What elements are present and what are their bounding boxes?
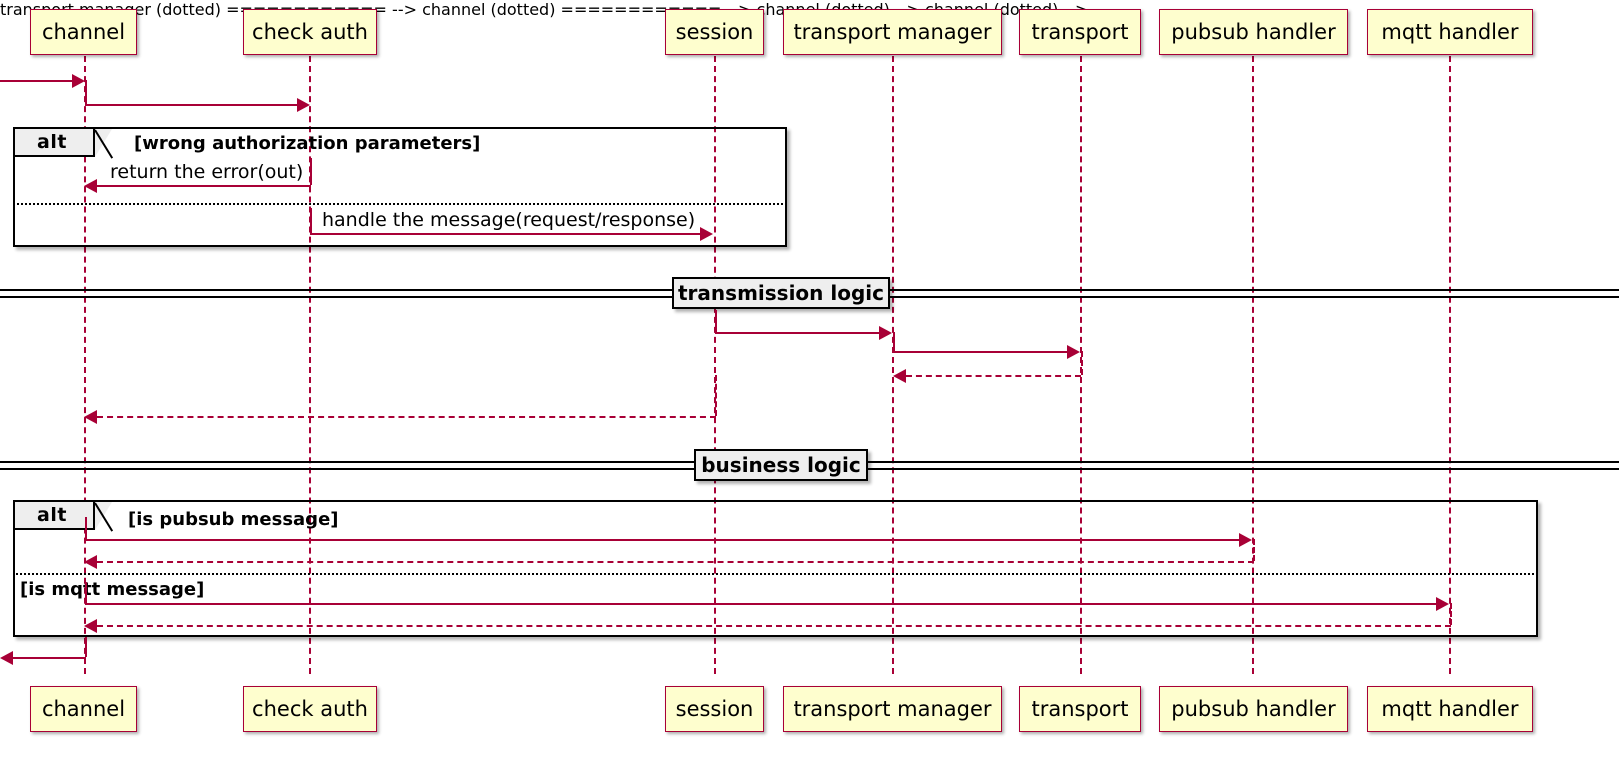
- participant-mqtt-handler-top[interactable]: mqtt handler: [1367, 9, 1533, 55]
- divider-business-line-left-bottom: [0, 468, 700, 470]
- divider-business-line-right-top: [862, 461, 1619, 463]
- lifeline-check-auth: [309, 56, 311, 674]
- message-m10-arrowhead: [84, 555, 97, 569]
- divider-label: business logic: [701, 453, 861, 477]
- divider-business-line-right-bottom: [862, 468, 1619, 470]
- message-m6-arrowhead: [1067, 345, 1080, 359]
- message-m2-line: [85, 104, 299, 106]
- message-m5-arrowhead: [879, 326, 892, 340]
- message-m12-line: [97, 625, 1451, 627]
- message-m3-label: return the error(out): [110, 161, 304, 183]
- message-m9-stub: [85, 517, 87, 539]
- message-m13-line: [12, 657, 86, 659]
- participant-label: mqtt handler: [1381, 696, 1519, 721]
- message-m11-arrowhead: [1436, 597, 1449, 611]
- participant-channel-top[interactable]: channel: [30, 9, 137, 55]
- participant-transport-bottom[interactable]: transport: [1019, 686, 1141, 732]
- group-alt-business-tab: alt: [15, 502, 95, 530]
- lifeline-pubsub-handler: [1252, 56, 1254, 674]
- message-m12-arrowhead: [84, 619, 97, 633]
- divider-label: transmission logic: [678, 281, 884, 305]
- group-alt-auth-frame: [13, 127, 787, 247]
- message-m11-stub: [85, 582, 87, 603]
- divider-transmission-line-right-bottom: [884, 296, 1619, 298]
- message-m5-line: [715, 332, 881, 334]
- message-m6-stub: [893, 332, 895, 351]
- participant-mqtt-handler-bottom[interactable]: mqtt handler: [1367, 686, 1533, 732]
- participant-label: pubsub handler: [1171, 19, 1336, 44]
- participant-pubsub-handler-top[interactable]: pubsub handler: [1159, 9, 1348, 55]
- group-alt-business-condition: [is pubsub message]: [128, 509, 339, 530]
- message-m7-arrowhead: [893, 369, 906, 383]
- divider-transmission-line-left-top: [0, 289, 678, 291]
- message-m2-stub: [85, 80, 87, 104]
- participant-label: check auth: [252, 696, 368, 721]
- divider-transmission-label-box: transmission logic: [672, 277, 890, 309]
- participant-channel-bottom[interactable]: channel: [30, 686, 137, 732]
- lifeline-session: [714, 56, 716, 674]
- participant-label: session: [675, 19, 754, 44]
- message-m7-stub: [1081, 351, 1083, 375]
- participant-pubsub-handler-bottom[interactable]: pubsub handler: [1159, 686, 1348, 732]
- participant-session-bottom[interactable]: session: [665, 686, 764, 732]
- divider-business-line-left-top: [0, 461, 700, 463]
- participant-label: channel: [41, 696, 126, 721]
- message-m5-stub: [715, 310, 717, 332]
- message-m4-arrowhead: [700, 227, 713, 241]
- participant-transport-manager-top[interactable]: transport manager: [783, 9, 1002, 55]
- group-alt-business-else-condition: [is mqtt message]: [20, 579, 205, 600]
- lifeline-channel: [84, 56, 86, 674]
- message-m8-line: [97, 416, 716, 418]
- message-m3-arrowhead: [84, 179, 97, 193]
- message-m1-line: [0, 80, 74, 82]
- message-m6-line: [893, 351, 1069, 353]
- message-m3-line: [97, 185, 311, 187]
- message-m8-stub: [715, 375, 717, 416]
- message-m12-stub: [1450, 603, 1452, 625]
- message-m8-arrowhead: [84, 410, 97, 424]
- divider-business-label-box: business logic: [694, 449, 868, 481]
- message-m9-arrowhead: [1239, 533, 1252, 547]
- lifeline-mqtt-handler: [1449, 56, 1451, 674]
- divider-transmission-line-left-bottom: [0, 296, 678, 298]
- group-alt-auth-condition: [wrong authorization parameters]: [134, 133, 481, 154]
- message-m7-line: [906, 375, 1081, 377]
- lifeline-transport-manager: [892, 56, 894, 674]
- group-alt-auth-tab: alt: [15, 129, 95, 157]
- participant-label: transport: [1031, 19, 1129, 44]
- participant-label: mqtt handler: [1381, 19, 1519, 44]
- participant-transport-top[interactable]: transport: [1019, 9, 1141, 55]
- participant-check-auth-top[interactable]: check auth: [243, 9, 377, 55]
- group-keyword-label: alt: [37, 504, 67, 526]
- group-alt-business-else-separator: [13, 573, 1538, 575]
- participant-label: transport manager: [793, 696, 992, 721]
- participant-label: transport: [1031, 696, 1129, 721]
- group-alt-business-frame: [13, 500, 1538, 637]
- message-m13-stub: [85, 637, 87, 657]
- message-m11-line: [85, 603, 1438, 605]
- participant-label: transport manager: [793, 19, 992, 44]
- participant-label: check auth: [252, 19, 368, 44]
- message-m3-stub: [310, 158, 312, 185]
- participant-check-auth-bottom[interactable]: check auth: [243, 686, 377, 732]
- participant-session-top[interactable]: session: [665, 9, 764, 55]
- group-alt-auth-else-separator: [13, 203, 787, 205]
- message-m1-arrowhead: [72, 74, 85, 88]
- participant-transport-manager-bottom[interactable]: transport manager: [783, 686, 1002, 732]
- divider-transmission-line-right-top: [884, 289, 1619, 291]
- message-m9-line: [85, 539, 1241, 541]
- participant-label: channel: [41, 19, 126, 44]
- group-keyword-label: alt: [37, 131, 67, 153]
- message-m13-arrowhead: [0, 651, 13, 665]
- message-m4-label: handle the message(request/response): [322, 209, 696, 231]
- message-m4-stub: [310, 208, 312, 233]
- message-m4-line: [310, 233, 702, 235]
- message-m10-line: [97, 561, 1254, 563]
- message-m10-stub: [1253, 539, 1255, 561]
- participant-label: session: [675, 696, 754, 721]
- participant-label: pubsub handler: [1171, 696, 1336, 721]
- message-m2-arrowhead: [297, 98, 310, 112]
